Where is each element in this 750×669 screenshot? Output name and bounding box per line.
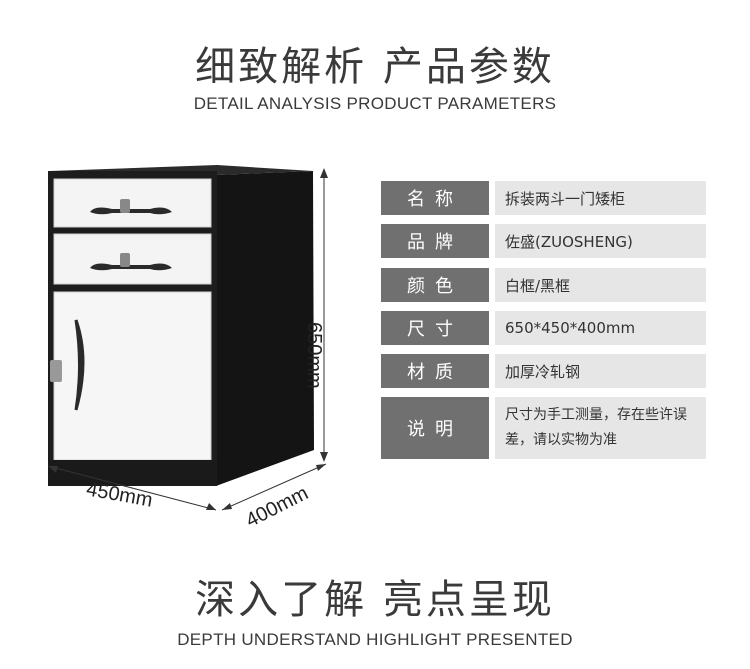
spec-value: 拆装两斗一门矮柜 (495, 181, 706, 215)
spec-value: 白框/黑框 (495, 268, 706, 302)
spec-label: 说明 (381, 397, 489, 459)
cabinet-illustration (47, 165, 328, 511)
spec-value: 650*450*400mm (495, 311, 706, 345)
spec-row-name: 名称 拆装两斗一门矮柜 (381, 181, 706, 215)
spec-label: 尺寸 (381, 311, 489, 345)
spec-label: 品牌 (381, 224, 489, 258)
spec-value: 佐盛(ZUOSHENG) (495, 224, 706, 258)
spec-value: 尺寸为手工测量，存在些许误差，请以实物为准 (495, 397, 706, 459)
section-subtitle: DEPTH UNDERSTAND HIGHLIGHT PRESENTED (177, 630, 573, 649)
spec-label: 材质 (381, 354, 489, 388)
page-subtitle: DETAIL ANALYSIS PRODUCT PARAMETERS (193, 94, 557, 113)
section-title: 深入了解 亮点呈现 (195, 577, 555, 623)
spec-row-note: 说明 尺寸为手工测量，存在些许误差，请以实物为准 (381, 397, 706, 459)
spec-label: 名称 (381, 181, 489, 215)
spec-row-color: 颜色 白框/黑框 (381, 268, 706, 302)
page-title: 细致解析 产品参数 (195, 44, 555, 90)
spec-value: 加厚冷轧钢 (495, 354, 706, 388)
height-dimension-label: 650mm (303, 322, 325, 389)
spec-row-size: 尺寸 650*450*400mm (381, 311, 706, 345)
spec-label: 颜色 (381, 268, 489, 302)
spec-row-material: 材质 加厚冷轧钢 (381, 354, 706, 388)
spec-row-brand: 品牌 佐盛(ZUOSHENG) (381, 224, 706, 258)
